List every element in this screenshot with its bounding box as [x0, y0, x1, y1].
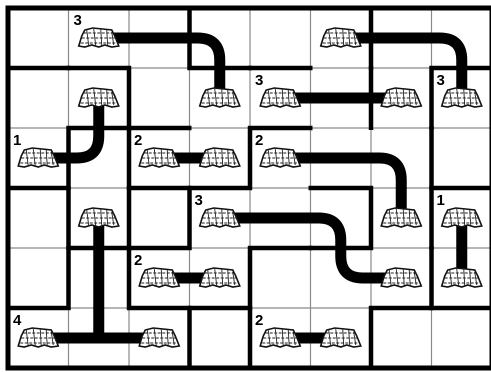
tree-stump-icon: [321, 328, 361, 347]
tree-stump-icon: [79, 28, 119, 47]
clue-number: 1: [437, 192, 445, 209]
clue-number: 3: [195, 192, 203, 209]
tree-stump-icon: [260, 328, 300, 347]
tree-stump-icon: [18, 148, 58, 167]
tree-stump-icon: [321, 28, 361, 47]
clue-number: 4: [13, 312, 22, 329]
tree-stump-icon: [79, 88, 119, 107]
clue-number: 1: [13, 132, 21, 149]
tree-stump-icon: [442, 88, 482, 107]
tree-stump-icon: [18, 328, 58, 347]
tree-stump-icon: [381, 208, 421, 227]
clue-number: 3: [74, 12, 82, 29]
clue-number: 3: [255, 72, 263, 89]
tree-stump-icon: [79, 208, 119, 227]
clue-number: 2: [255, 312, 263, 329]
clue-number: 2: [134, 132, 142, 149]
tree-stump-icon: [442, 268, 482, 287]
tree-stump-icon: [442, 208, 482, 227]
clue-number: 2: [134, 252, 142, 269]
tree-stump-icon: [260, 148, 300, 167]
tree-stump-icon: [381, 88, 421, 107]
clue-number: 2: [255, 132, 263, 149]
tree-stump-icon: [200, 88, 240, 107]
tree-stump-icon: [381, 268, 421, 287]
tree-stump-icon: [200, 268, 240, 287]
tree-stump-icon: [139, 268, 179, 287]
tree-stump-icon: [200, 208, 240, 227]
clue-number: 3: [437, 72, 445, 89]
tree-stump-icon: [260, 88, 300, 107]
tree-stump-icon: [139, 328, 179, 347]
tree-stump-icon: [139, 148, 179, 167]
tree-stump-icon: [200, 148, 240, 167]
